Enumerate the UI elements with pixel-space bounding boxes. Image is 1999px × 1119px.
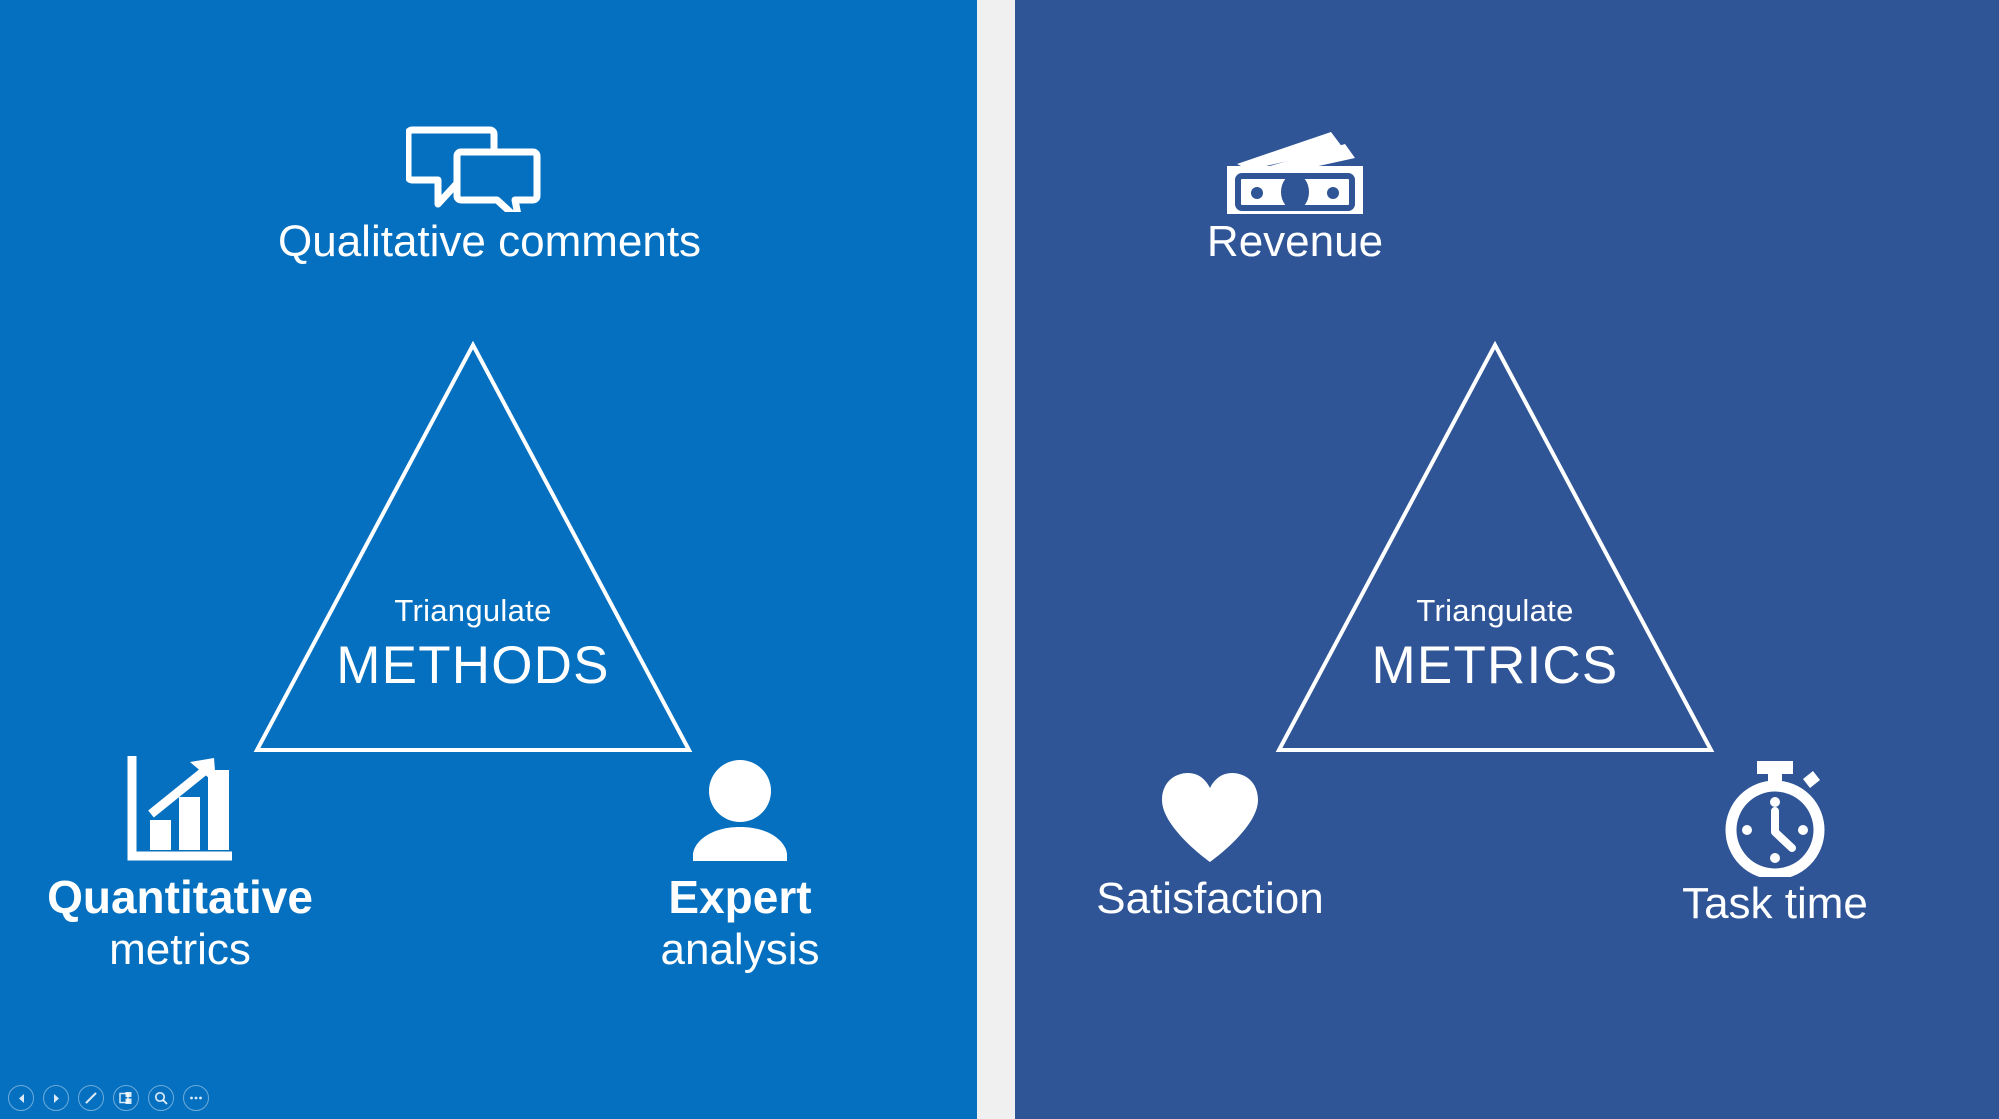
person-icon (595, 745, 885, 870)
node-label-line1: Expert (668, 871, 812, 923)
previous-slide-button[interactable] (8, 1085, 34, 1111)
panel-methods: Qualitative comments Triangulate METHODS (0, 0, 977, 1119)
triangle-caption-methods: Triangulate METHODS (248, 593, 698, 696)
node-label-satisfaction: Satisfaction (1096, 874, 1324, 923)
node-label-line2: metrics (109, 925, 251, 975)
node-label-revenue: Revenue (1206, 217, 1384, 266)
node-label-quantitative-metrics: Quantitative metrics (15, 870, 345, 976)
presenter-toolbar[interactable] (8, 1085, 209, 1111)
node-expert-analysis: Expert analysis (595, 745, 885, 976)
node-qualitative-comments: Qualitative comments (278, 118, 702, 266)
node-quantitative-metrics: Quantitative metrics (15, 745, 345, 976)
node-label-line1: Quantitative (47, 871, 313, 923)
panel-divider (977, 0, 1015, 1119)
slide-overview-button[interactable] (113, 1085, 139, 1111)
triangle-metrics: Triangulate METRICS (1270, 335, 1720, 760)
stopwatch-icon (1630, 755, 1920, 880)
node-label-line2: analysis (660, 925, 820, 975)
speech-bubbles-icon (278, 118, 668, 218)
triangle-methods: Triangulate METHODS (248, 335, 698, 760)
next-slide-button[interactable] (43, 1085, 69, 1111)
pen-annotate-button[interactable] (78, 1085, 104, 1111)
node-revenue: Revenue (1100, 110, 1490, 266)
bar-chart-growth-icon (15, 745, 345, 870)
node-label-task-time: Task time (1682, 879, 1868, 928)
panel-metrics: Revenue Triangulate METRICS Satisfaction (1015, 0, 1999, 1119)
more-options-button[interactable] (183, 1085, 209, 1111)
triangle-caption-large: METHODS (336, 636, 610, 695)
triangle-caption-small: Triangulate (1416, 593, 1574, 628)
triangle-caption-small: Triangulate (394, 593, 552, 628)
node-satisfaction: Satisfaction (1065, 760, 1355, 923)
heart-icon (1065, 760, 1355, 875)
triangle-caption-metrics: Triangulate METRICS (1270, 593, 1720, 696)
node-label-qualitative-comments: Qualitative comments (278, 217, 702, 266)
node-task-time: Task time (1630, 755, 1920, 928)
money-banknotes-icon (1100, 110, 1490, 218)
node-label-expert-analysis: Expert analysis (595, 870, 885, 976)
zoom-button[interactable] (148, 1085, 174, 1111)
triangle-caption-large: METRICS (1371, 636, 1619, 695)
